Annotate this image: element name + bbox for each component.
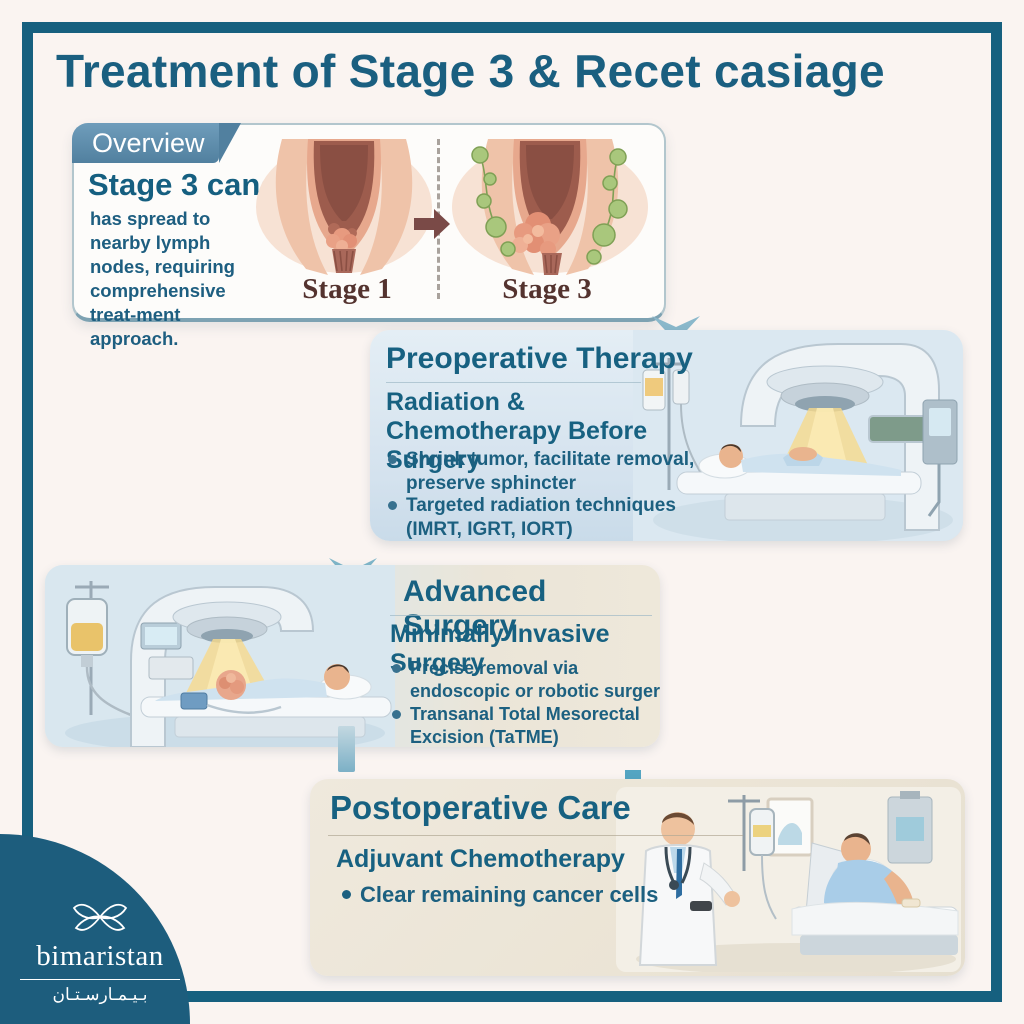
stage1-label: Stage 1 (302, 273, 392, 305)
bimaristan-wordmark: bimaristan (20, 940, 180, 980)
divider (328, 835, 743, 836)
preoperative-panel: Preoperative Therapy Radiation & Chemoth… (370, 330, 963, 541)
stage-progression-arrow-icon (414, 209, 450, 239)
stage1-anatomy-illustration (256, 139, 432, 275)
page-title: Treatment of Stage 3 & Recet casiage (56, 45, 885, 97)
bimaristan-leaf-icon (72, 903, 128, 931)
overview-badge: Overview (72, 123, 240, 163)
flow-connector-bar (338, 726, 355, 772)
surgery-machine-illustration (45, 565, 395, 747)
postoperative-title: Postoperative Care (330, 789, 631, 826)
preoperative-bullet: Shrink tumor, facilitate removal, preser… (386, 448, 716, 496)
advanced-surgery-title: Advanced Surgery (403, 575, 547, 642)
preoperative-bullet: Targeted radiation techniques (IMRT, IGR… (386, 494, 716, 541)
stage3-label: Stage 3 (502, 273, 592, 305)
overview-panel: Overview Stage 3 cancer has spread to ne… (72, 123, 666, 349)
postoperative-subtitle: Adjuvant Chemotherapy (336, 845, 625, 873)
preoperative-title: Preoperative Therapy (386, 342, 693, 375)
radiation-therapy-illustration (633, 330, 963, 541)
advanced-surgery-panel: Advanced Surgery Minimally Invasive Surg… (45, 565, 660, 747)
divider (390, 615, 652, 616)
advanced-surgery-bullet: Precise removal via endoscopic or roboti… (390, 657, 660, 702)
stage3-anatomy-illustration (452, 139, 648, 275)
advanced-surgery-bullet: Transanal Total Mesorectal Excision (TaT… (390, 703, 660, 747)
chevron-down-icon (652, 316, 700, 342)
divider (386, 382, 641, 383)
postoperative-bullet: Clear remaining cancer cells (340, 881, 658, 909)
preoperative-subtitle: Radiation & Chemotherapy Before Surgery (386, 388, 648, 474)
doctor-patient-illustration (616, 787, 961, 972)
overview-body-text: has spread to nearby lymph nodes, requir… (90, 208, 235, 350)
bimaristan-arabic-wordmark: بـيـمـارسـتـان (52, 985, 148, 1004)
bimaristan-logo: bimaristan بـيـمـارسـتـان (0, 834, 190, 1024)
postoperative-panel: Postoperative Care Adjuvant Chemotherapy… (310, 779, 965, 976)
advanced-surgery-subtitle: Minimally Invasive Surgery (390, 620, 610, 677)
